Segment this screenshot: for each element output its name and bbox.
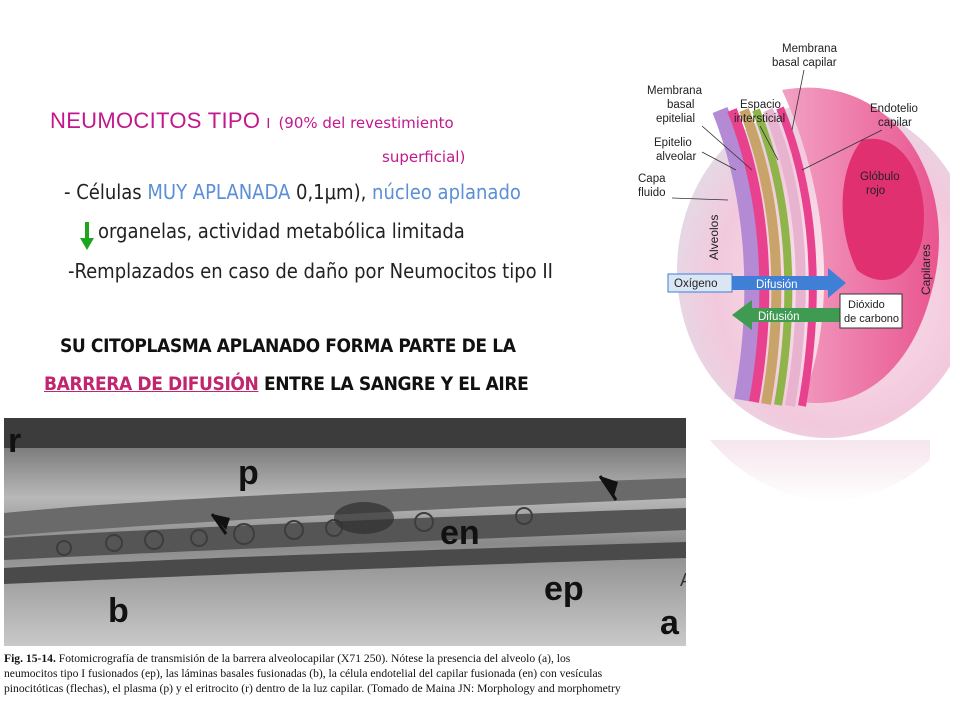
down-arrow-icon	[80, 222, 94, 250]
label-mb-epitelial-3: epitelial	[656, 113, 695, 125]
label-mb-epitelial-1: Membrana	[647, 85, 703, 97]
label-espacio-2: intersticial	[734, 113, 785, 125]
label-capa-2: fluido	[638, 187, 666, 199]
label-alveolos: Alveolos	[707, 215, 721, 260]
label-mb-capilar-1: Membrana	[782, 43, 838, 55]
label-globulo-2: rojo	[866, 185, 885, 197]
caption-line-1: Fig. 15-14. Fotomicrografía de transmisi…	[4, 651, 686, 666]
caption-text-1: Fotomicrografía de transmisión de la bar…	[55, 652, 571, 665]
title-main: NEUMOCITOS TIPO	[50, 108, 261, 133]
label-capa-1: Capa	[638, 173, 666, 185]
emphasis-line-2: BARRERA DE DIFUSIÓN ENTRE LA SANGRE Y EL…	[44, 373, 529, 395]
label-dioxido-2: de carbono	[844, 313, 899, 325]
label-mb-epitelial-2: basal	[667, 99, 695, 111]
electron-micrograph: r p en ep b a A	[4, 418, 686, 646]
title-paren-continued: superficial)	[382, 148, 466, 166]
diagram-reflection	[700, 440, 930, 560]
label-difusion-1: Difusión	[756, 279, 798, 291]
bullet-1-highlight-2: núcleo aplanado	[372, 180, 521, 204]
label-epitelio-2: alveolar	[656, 151, 696, 163]
label-r: r	[8, 422, 21, 460]
label-b: b	[108, 592, 129, 630]
label-globulo-1: Glóbulo	[860, 171, 900, 183]
co2-diffusion-arrow	[732, 300, 842, 330]
label-espacio-1: Espacio	[740, 99, 781, 111]
figure-caption: Fig. 15-14. Fotomicrografía de transmisi…	[4, 651, 686, 711]
caption-line-3: pinocitóticas (flechas), el plasma (p) y…	[4, 682, 621, 695]
label-oxigeno: Oxígeno	[674, 278, 717, 290]
label-en: en	[440, 514, 480, 552]
caption-lead: Fig. 15-14.	[4, 652, 56, 665]
label-p: p	[238, 454, 259, 492]
label-ep: ep	[544, 570, 584, 608]
label-a: a	[660, 604, 680, 642]
caption-line-2: neumocitos tipo I fusionados (ep), las l…	[4, 667, 603, 680]
title-paren: (90% del revestimiento	[278, 114, 454, 132]
bullet-1-highlight: MUY APLANADA	[147, 180, 291, 204]
label-difusion-2: Difusión	[758, 311, 800, 323]
label-endotelio-2: capilar	[878, 117, 912, 129]
slide-title: NEUMOCITOS TIPO I (90% del revestimiento	[50, 108, 454, 134]
bullet-line-3: -Remplazados en caso de daño por Neumoci…	[68, 259, 553, 283]
alveolar-capillary-diagram: Capilares Alveolos Membrana basal capila…	[632, 30, 950, 440]
emphasis-line-2-rest: ENTRE LA SANGRE Y EL AIRE	[258, 373, 529, 395]
label-dioxido-1: Dióxido	[848, 299, 885, 311]
bullet-1-middle: 0,1μm),	[290, 180, 373, 204]
title-separator: I	[266, 115, 271, 132]
label-capilares: Capilares	[919, 244, 933, 295]
bullet-line-1: - Células MUY APLANADA 0,1μm), núcleo ap…	[64, 180, 521, 204]
bullet-1-prefix: - Células	[64, 180, 148, 204]
label-mb-capilar-2: basal capilar	[772, 57, 837, 69]
label-stray-a: A	[680, 570, 686, 590]
diffusion-barrier-term: BARRERA DE DIFUSIÓN	[44, 373, 259, 395]
emphasis-line-1: SU CITOPLASMA APLANADO FORMA PARTE DE LA	[60, 335, 516, 357]
bullet-line-2: organelas, actividad metabólica limitada	[98, 219, 465, 243]
oxygen-diffusion-arrow	[732, 268, 846, 298]
label-endotelio-1: Endotelio	[870, 103, 918, 115]
label-epitelio-1: Epitelio	[654, 137, 692, 149]
